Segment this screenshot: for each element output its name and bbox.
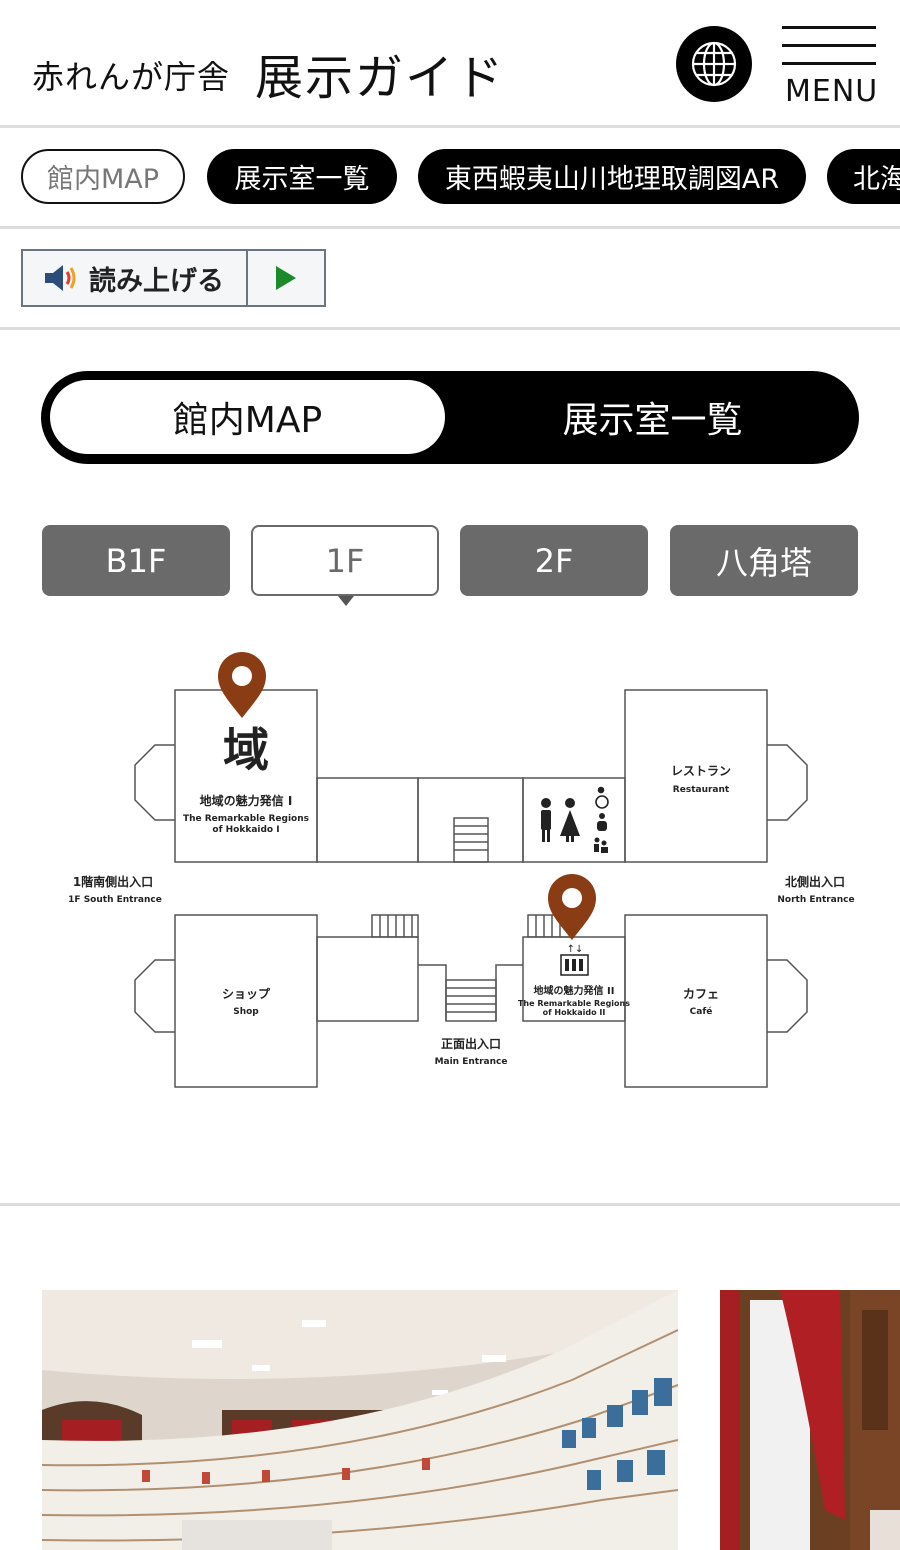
floor-2f-button[interactable]: 2F bbox=[460, 525, 648, 596]
room-label-en: The Remarkable Regions bbox=[183, 814, 309, 824]
divider bbox=[0, 327, 900, 330]
svg-text:↑↓: ↑↓ bbox=[567, 944, 584, 955]
main-entrance-label-en: Main Entrance bbox=[435, 1057, 508, 1067]
read-aloud-widget[interactable]: 読み上げる bbox=[21, 249, 326, 307]
menu-label: MENU bbox=[785, 74, 879, 109]
site-brand[interactable]: 赤れんが庁舎 bbox=[32, 58, 231, 96]
floor-1f-button[interactable]: 1F bbox=[251, 525, 439, 596]
tab-floor-map[interactable]: 館内MAP bbox=[21, 149, 185, 204]
room-label-en: of Hokkaido II bbox=[543, 1008, 606, 1017]
room-label-en: The Remarkable Regions bbox=[518, 999, 630, 1008]
active-floor-caret bbox=[338, 596, 354, 606]
floor-map: ↑↓ 域 地域の魅力発信 I The Remarkable Regions of… bbox=[68, 652, 855, 1088]
restaurant-label[interactable]: レストラン bbox=[671, 764, 731, 778]
cafe-label[interactable]: カフェ bbox=[683, 987, 719, 1001]
elevator-icon: ↑↓ bbox=[560, 944, 589, 976]
language-button[interactable] bbox=[676, 26, 752, 102]
exhibit-room-image bbox=[42, 1290, 678, 1550]
floor-tower-button[interactable]: 八角塔 bbox=[670, 525, 858, 596]
menu-bar-top bbox=[782, 26, 876, 29]
room-label-regions-1[interactable]: 地域の魅力発信 I bbox=[200, 793, 293, 808]
tab-exhibit-list[interactable]: 展示室一覧 bbox=[207, 149, 397, 204]
room-label-en: of Hokkaido I bbox=[212, 825, 279, 835]
divider bbox=[0, 226, 900, 229]
north-entrance-label-en: North Entrance bbox=[777, 895, 854, 905]
divider bbox=[0, 125, 900, 128]
floor-b1f-button[interactable]: B1F bbox=[42, 525, 230, 596]
shop-label-en: Shop bbox=[233, 1007, 259, 1017]
menu-bar-bottom bbox=[782, 62, 876, 65]
toggle-exhibit-list[interactable]: 展示室一覧 bbox=[562, 400, 743, 441]
page-title: 展示ガイド bbox=[255, 50, 506, 106]
read-aloud-label-area[interactable]: 読み上げる bbox=[23, 251, 248, 305]
location-pin-icon[interactable] bbox=[548, 874, 596, 940]
cafe-label-en: Café bbox=[690, 1006, 713, 1017]
tab-ezo-map-ar[interactable]: 東西蝦夷山川地理取調図AR bbox=[418, 149, 806, 204]
menu-button[interactable]: MENU bbox=[782, 26, 879, 110]
main-entrance-label: 正面出入口 bbox=[441, 1036, 501, 1051]
restroom-icon bbox=[541, 798, 580, 842]
speaker-icon bbox=[45, 265, 76, 291]
accessible-restroom-icon bbox=[595, 786, 609, 809]
south-entrance-label-en: 1F South Entrance bbox=[68, 895, 162, 905]
play-icon bbox=[276, 266, 296, 290]
shop-label[interactable]: ショップ bbox=[222, 986, 271, 1001]
menu-bar-middle bbox=[782, 44, 876, 47]
restaurant-label-en: Restaurant bbox=[673, 785, 730, 795]
room-label-regions-2[interactable]: 地域の魅力発信 II bbox=[534, 984, 615, 997]
south-entrance-label: 1階南側出入口 bbox=[73, 874, 153, 889]
divider bbox=[0, 1203, 900, 1206]
location-pin-icon[interactable] bbox=[218, 652, 266, 718]
globe-icon bbox=[691, 41, 737, 87]
exhibit-photo[interactable] bbox=[720, 1290, 900, 1550]
play-button[interactable] bbox=[248, 251, 324, 305]
baby-care-icon bbox=[594, 837, 608, 853]
window-curtain-image bbox=[720, 1290, 900, 1550]
room-kanji: 域 bbox=[223, 723, 269, 777]
toggle-floor-map[interactable]: 館内MAP bbox=[50, 380, 445, 454]
ostomate-icon bbox=[597, 813, 607, 831]
north-entrance-label: 北側出入口 bbox=[785, 874, 845, 889]
read-aloud-label: 読み上げる bbox=[89, 265, 224, 297]
exhibit-photo[interactable] bbox=[42, 1290, 678, 1550]
tab-hokkaido[interactable]: 北海 bbox=[827, 149, 900, 204]
